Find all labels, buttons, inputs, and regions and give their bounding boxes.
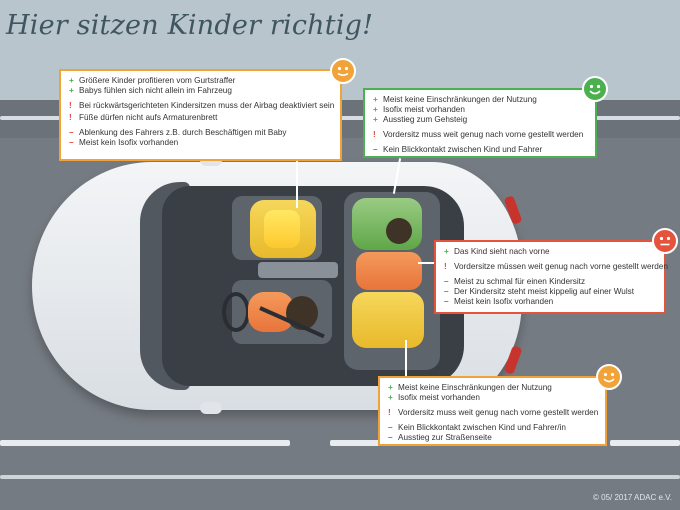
pros-list: +Größere Kinder profitieren vom Gurtstra… — [69, 76, 236, 95]
plus-icon: + — [373, 95, 378, 104]
minus-icon: – — [444, 297, 449, 306]
plus-icon: + — [444, 247, 449, 256]
happy-smiley-icon — [596, 364, 622, 390]
cons-list: –Kein Blickkontakt zwischen Kind und Fah… — [373, 145, 543, 154]
plus-icon: + — [373, 115, 378, 124]
rear-left-child-seat — [352, 292, 424, 348]
exclamation-icon: ! — [373, 130, 376, 139]
exclamation-icon: ! — [444, 262, 447, 271]
warnings-list: !Bei rückwärtsgerichteten Kindersitzen m… — [69, 101, 335, 122]
cons-list: –Kein Blickkontakt zwischen Kind und Fah… — [388, 423, 566, 442]
child-seat-shell — [264, 210, 300, 248]
lane-marking — [610, 440, 680, 446]
center-console — [258, 262, 338, 278]
neutral-smiley-icon — [330, 58, 356, 84]
minus-icon: – — [444, 277, 449, 286]
pros-list: +Meist keine Einschränkungen der Nutzung… — [373, 95, 537, 124]
cons-list: –Meist zu schmal für einen Kindersitz –D… — [444, 277, 635, 306]
pointer-rear-left — [405, 340, 407, 378]
lane-marking — [0, 440, 290, 446]
plus-icon: + — [388, 383, 393, 392]
pros-list: +Meist keine Einschränkungen der Nutzung… — [388, 383, 552, 402]
plus-icon: + — [69, 76, 74, 85]
callout-front-passenger: +Größere Kinder profitieren vom Gurtstra… — [59, 69, 342, 161]
plus-icon: + — [388, 393, 393, 402]
warnings-list: !Vordersitz muss weit genug nach vorne g… — [373, 130, 584, 139]
mirror-bottom — [200, 402, 222, 414]
rear-middle-child-seat — [356, 252, 422, 290]
steering-wheel — [222, 292, 250, 332]
plus-icon: + — [373, 105, 378, 114]
rear-right-child-head — [386, 218, 412, 244]
happy-smiley-icon — [582, 76, 608, 102]
minus-icon: – — [69, 128, 74, 137]
minus-icon: – — [373, 145, 378, 154]
exclamation-icon: ! — [388, 408, 391, 417]
exclamation-icon: ! — [69, 113, 72, 122]
copyright-notice: © 05/ 2017 ADAC e.V. — [593, 493, 672, 502]
minus-icon: – — [388, 433, 393, 442]
unhappy-smiley-icon — [652, 228, 678, 254]
pros-list: +Das Kind sieht nach vorne — [444, 247, 550, 256]
minus-icon: – — [69, 138, 74, 147]
lane-marking — [0, 475, 680, 479]
callout-rear-left: +Meist keine Einschränkungen der Nutzung… — [378, 376, 607, 446]
callout-rear-middle: +Das Kind sieht nach vorne !Vordersitze … — [434, 240, 668, 314]
callout-rear-right: +Meist keine Einschränkungen der Nutzung… — [363, 88, 597, 158]
minus-icon: – — [444, 287, 449, 296]
exclamation-icon: ! — [69, 101, 72, 110]
lane-marking — [330, 440, 390, 446]
pointer-front-passenger — [296, 158, 298, 208]
warnings-list: !Vordersitz muss weit genug nach vorne g… — [388, 408, 599, 417]
plus-icon: + — [69, 86, 74, 95]
minus-icon: – — [388, 423, 393, 432]
page-title: Hier sitzen Kinder richtig! — [6, 10, 374, 41]
warnings-list: !Vordersitze müssen weit genug nach vorn… — [444, 262, 668, 271]
cons-list: –Ablenkung des Fahrers z.B. durch Beschä… — [69, 128, 287, 147]
pointer-rear-middle — [418, 262, 434, 264]
